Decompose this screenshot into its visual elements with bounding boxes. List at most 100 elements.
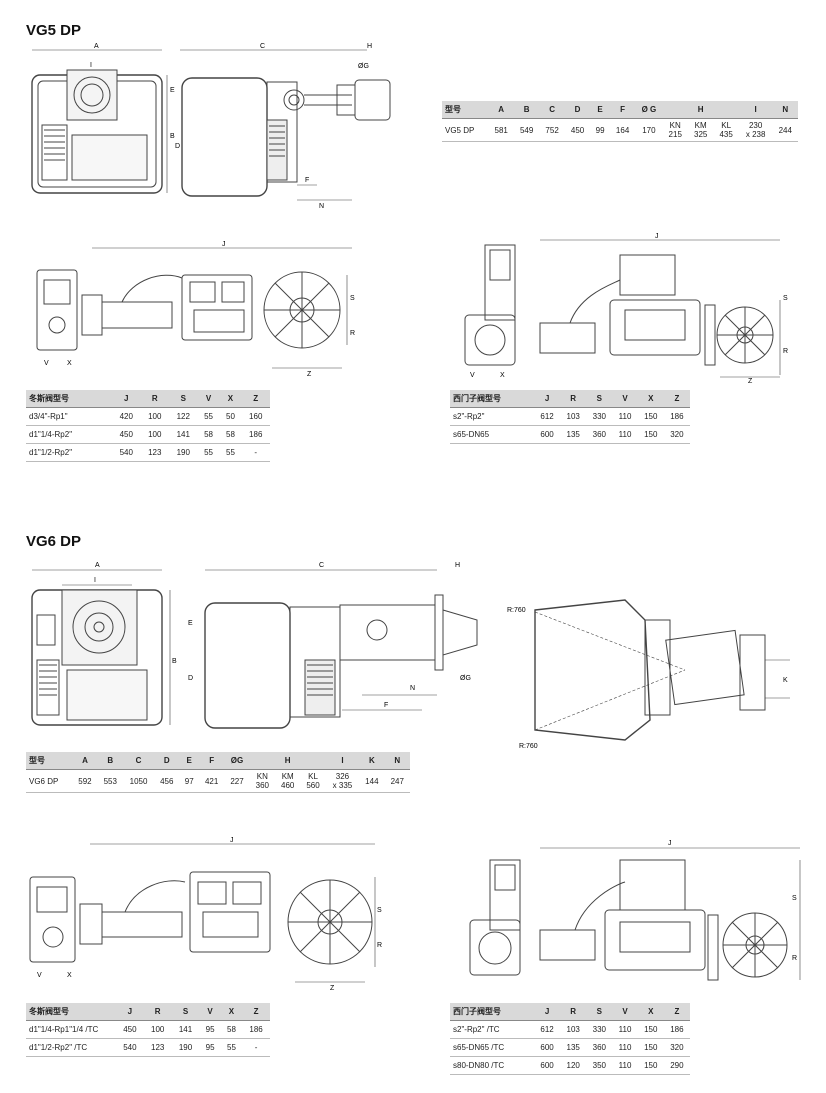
vg6-dim-og: ØG xyxy=(460,675,471,682)
vg6-dim-h: H xyxy=(455,562,460,569)
table-cell: 123 xyxy=(143,1038,172,1057)
vg5-siemens-dim-s: S xyxy=(783,295,788,302)
hdr-j: J xyxy=(112,390,141,408)
hdr-model: 型号 xyxy=(442,101,489,119)
cell-value: 460 xyxy=(281,781,295,790)
table-cell: 150 xyxy=(637,1038,664,1057)
cell-value: KN xyxy=(256,772,268,781)
cell-n: 247 xyxy=(384,769,410,793)
table-cell: 320 xyxy=(663,425,690,444)
table-cell: 600 xyxy=(534,425,561,444)
vg6-dim-a: A xyxy=(95,562,100,569)
hdr-z: Z xyxy=(663,1003,690,1021)
hdr-x: X xyxy=(637,1003,664,1021)
vg5-dim-e: E xyxy=(170,87,175,94)
hdr-v: V xyxy=(197,390,220,408)
hdr-v: V xyxy=(199,1003,221,1021)
table-cell: 600 xyxy=(534,1056,561,1075)
vg6-dim-n: N xyxy=(410,685,415,692)
hdr-x: X xyxy=(220,1003,243,1021)
cell-value: KL xyxy=(721,121,732,130)
table-cell: 612 xyxy=(534,407,561,426)
cell-k: 144 xyxy=(359,769,385,793)
table-cell: 110 xyxy=(612,1038,638,1057)
table-cell: 330 xyxy=(586,407,613,426)
hdr-valve: 西门子阀型号 xyxy=(450,1003,534,1021)
hdr-x: X xyxy=(219,390,242,408)
vg5-title: VG5 DP xyxy=(26,22,82,39)
cell-value: KN xyxy=(669,121,681,130)
vg6-dungs-dim-j: J xyxy=(230,837,234,844)
vg6-dungs-dim-v: V xyxy=(37,972,42,979)
cell-model: VG5 DP xyxy=(442,118,489,142)
cell-value: 560 xyxy=(306,781,320,790)
vg6-radius-bottom: R:760 xyxy=(519,743,538,750)
hdr-d: D xyxy=(154,752,180,770)
cell-f: 421 xyxy=(198,769,225,793)
vg5-dim-h: H xyxy=(367,43,372,50)
table-cell: 420 xyxy=(112,407,141,426)
table-cell: d3/4"-Rp1" xyxy=(26,407,112,426)
hdr-f: F xyxy=(198,752,225,770)
cell-value: x 335 xyxy=(332,781,353,790)
table-cell: 540 xyxy=(116,1038,144,1057)
table-cell: 350 xyxy=(586,1056,613,1075)
table-cell: 186 xyxy=(663,1020,690,1039)
hdr-j: J xyxy=(534,1003,561,1021)
cell-model: VG6 DP xyxy=(26,769,73,793)
vg6-dim-c: C xyxy=(319,562,324,569)
cell-a: 592 xyxy=(72,769,98,793)
cell-b: 553 xyxy=(97,769,123,793)
cell-b: 549 xyxy=(513,118,540,142)
vg6-radius-top: R:760 xyxy=(507,607,526,614)
hdr-g: Ø G xyxy=(635,101,663,119)
cell-c: 1050 xyxy=(122,769,155,793)
vg5-siemens-valve-drawing: J S R V X Z xyxy=(464,233,788,385)
hdr-s: S xyxy=(586,390,613,408)
cell-n: 244 xyxy=(772,118,798,142)
table-cell: 330 xyxy=(586,1020,613,1039)
table-cell: d1"1/2-Rp2" /TC xyxy=(26,1038,116,1057)
vg6-dim-d: D xyxy=(188,675,193,682)
vg5-burner-drawing: A I B C H E D F N ØG xyxy=(31,43,391,210)
vg5-siemens-dim-x: X xyxy=(500,372,505,379)
table-cell: 141 xyxy=(171,1020,200,1039)
hdr-valve: 冬斯阀型号 xyxy=(26,1003,116,1021)
vg5-siemens-dim-v: V xyxy=(470,372,475,379)
vg6-dungs-valve-drawing: J S R V X Z xyxy=(29,837,382,992)
table-cell: 55 xyxy=(219,443,242,462)
vg6-pivot-drawing: R:760 R:760 K xyxy=(507,599,790,750)
table-cell: 122 xyxy=(169,407,198,426)
table-cell: 186 xyxy=(242,1020,270,1039)
vg5-dim-a: A xyxy=(94,43,99,50)
hdr-i: I xyxy=(738,101,773,119)
hdr-s: S xyxy=(586,1003,613,1021)
table-cell: 55 xyxy=(197,407,220,426)
table-cell: - xyxy=(242,1038,270,1057)
vg6-siemens-valve-drawing: J S R xyxy=(469,840,801,981)
hdr-r: R xyxy=(560,390,587,408)
vg5-siemens-dim-r: R xyxy=(783,348,788,355)
table-cell: 360 xyxy=(586,425,613,444)
cell-value: 230 xyxy=(748,121,763,130)
table-cell: 160 xyxy=(241,407,270,426)
hdr-model: 型号 xyxy=(26,752,73,770)
hdr-k: K xyxy=(359,752,385,770)
table-cell: 150 xyxy=(637,425,664,444)
hdr-g: ØG xyxy=(224,752,250,770)
vg6-dungs-dim-r: R xyxy=(377,942,382,949)
hdr-c: C xyxy=(539,101,565,119)
hdr-f: F xyxy=(609,101,636,119)
table-cell: s65-DN65 xyxy=(450,425,534,444)
